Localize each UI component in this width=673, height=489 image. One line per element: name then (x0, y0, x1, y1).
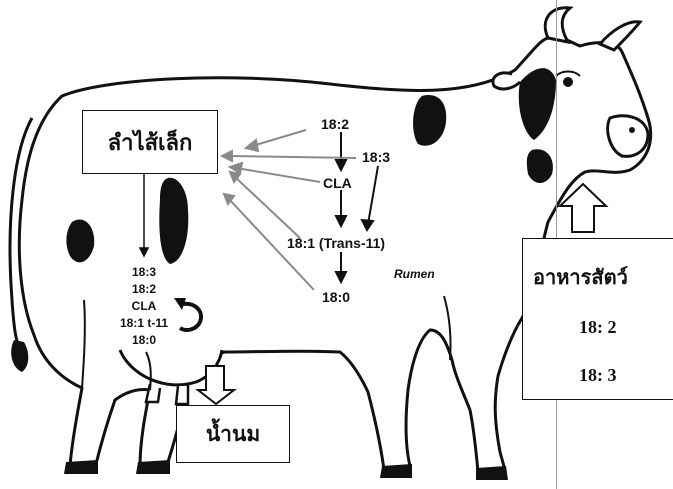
cow-horn (545, 8, 570, 42)
cow-nostril (629, 127, 635, 133)
animal-feed-title: อาหารสัตว์ (533, 261, 628, 293)
rumen-fa-18-3: 18:3 (362, 150, 390, 164)
animal-feed-item: 18: 2 (579, 317, 617, 338)
small-intestine-box: ลำไส้เล็ก (82, 110, 218, 174)
animal-feed-item: 18: 3 (579, 365, 617, 386)
small-intestine-label: ลำไส้เล็ก (108, 125, 193, 160)
rumen-fa-18-1-trans11: 18:1 (Trans-11) (287, 236, 385, 250)
cow-horn (600, 22, 640, 50)
intestine-fa-item: 18:3 (108, 264, 180, 281)
milk-label: น้ำนม (206, 418, 260, 451)
intestine-fa-item: 18:2 (108, 281, 180, 298)
rumen-label: Rumen (394, 268, 435, 280)
intestine-fa-item: 18:0 (108, 332, 180, 349)
intestine-fa-item: 18:1 t-11 (108, 315, 180, 332)
cow-hooves (64, 460, 508, 480)
intestine-fa-list: 18:3 18:2 CLA 18:1 t-11 18:0 (108, 264, 180, 349)
cow-tail-tuft (11, 340, 28, 372)
animal-feed-box: อาหารสัตว์ 18: 2 18: 3 (522, 238, 673, 400)
rumen-fa-18-2: 18:2 (321, 117, 349, 131)
intestine-fa-item: CLA (108, 298, 180, 315)
rumen-cla: CLA (323, 176, 352, 190)
milk-box: น้ำนม (176, 405, 290, 463)
cow-eye (563, 77, 573, 87)
cow-muzzle (608, 116, 648, 157)
rumen-fa-18-0: 18:0 (322, 290, 350, 304)
